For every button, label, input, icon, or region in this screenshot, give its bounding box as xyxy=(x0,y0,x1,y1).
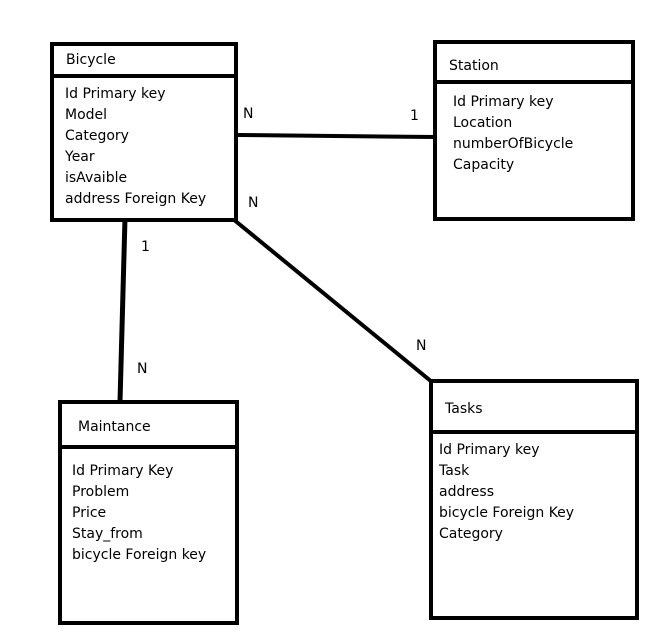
field-item: address Foreign Key xyxy=(65,191,207,207)
entity-divider xyxy=(54,74,234,78)
entity-title: Maintance xyxy=(78,419,151,435)
field-item: Id Primary Key xyxy=(72,463,174,479)
field-item: isAvaible xyxy=(65,170,128,186)
field-item: Task xyxy=(439,463,470,479)
field-item: Category xyxy=(439,526,503,542)
bicycle-entity[interactable]: Bicycle Id Primary key Model Category Ye… xyxy=(50,42,238,222)
cardinality-bicycle-maintance-to: N xyxy=(137,361,148,377)
entity-fields: Id Primary key Location numberOfBicycle … xyxy=(453,92,573,176)
field-item: bicycle Foreign key xyxy=(72,547,207,563)
entity-divider xyxy=(62,445,235,449)
field-item: numberOfBicycle xyxy=(453,136,574,152)
field-item: Problem xyxy=(72,484,130,500)
cardinality-bicycle-station-to: 1 xyxy=(410,108,419,124)
tasks-entity[interactable]: Tasks Id Primary key Task address bicycl… xyxy=(429,379,639,620)
field-item: Price xyxy=(72,505,107,521)
cardinality-bicycle-tasks-to: N xyxy=(416,338,427,354)
station-entity[interactable]: Station Id Primary key Location numberOf… xyxy=(433,40,635,221)
field-item: Id Primary key xyxy=(65,86,166,102)
maintance-entity[interactable]: Maintance Id Primary Key Problem Price S… xyxy=(58,400,239,625)
field-item: bicycle Foreign Key xyxy=(439,505,575,521)
cardinality-bicycle-station-from: N xyxy=(243,106,254,122)
entity-title: Tasks xyxy=(445,401,483,417)
entity-title: Bicycle xyxy=(66,52,116,68)
cardinality-bicycle-maintance-from: 1 xyxy=(141,239,150,255)
bicycle-station-line xyxy=(236,133,436,139)
bicycle-maintance-line xyxy=(117,217,128,403)
field-item: Location xyxy=(453,115,513,131)
cardinality-bicycle-tasks-from: N xyxy=(248,195,259,211)
field-item: Model xyxy=(65,107,108,123)
field-item: Id Primary key xyxy=(439,442,540,458)
field-item: Id Primary key xyxy=(453,94,554,110)
field-item: Capacity xyxy=(453,157,515,173)
entity-title: Station xyxy=(449,58,499,74)
field-item: address xyxy=(439,484,495,500)
entity-divider xyxy=(437,80,631,84)
field-item: Year xyxy=(65,149,95,165)
bicycle-tasks-line xyxy=(231,217,434,384)
entity-divider xyxy=(433,430,635,434)
entity-fields: Id Primary key Task address bicycle Fore… xyxy=(439,440,574,545)
field-item: Category xyxy=(65,128,129,144)
entity-fields: Id Primary Key Problem Price Stay_from b… xyxy=(72,461,206,566)
field-item: Stay_from xyxy=(72,526,143,542)
entity-fields: Id Primary key Model Category Year isAva… xyxy=(65,84,206,210)
